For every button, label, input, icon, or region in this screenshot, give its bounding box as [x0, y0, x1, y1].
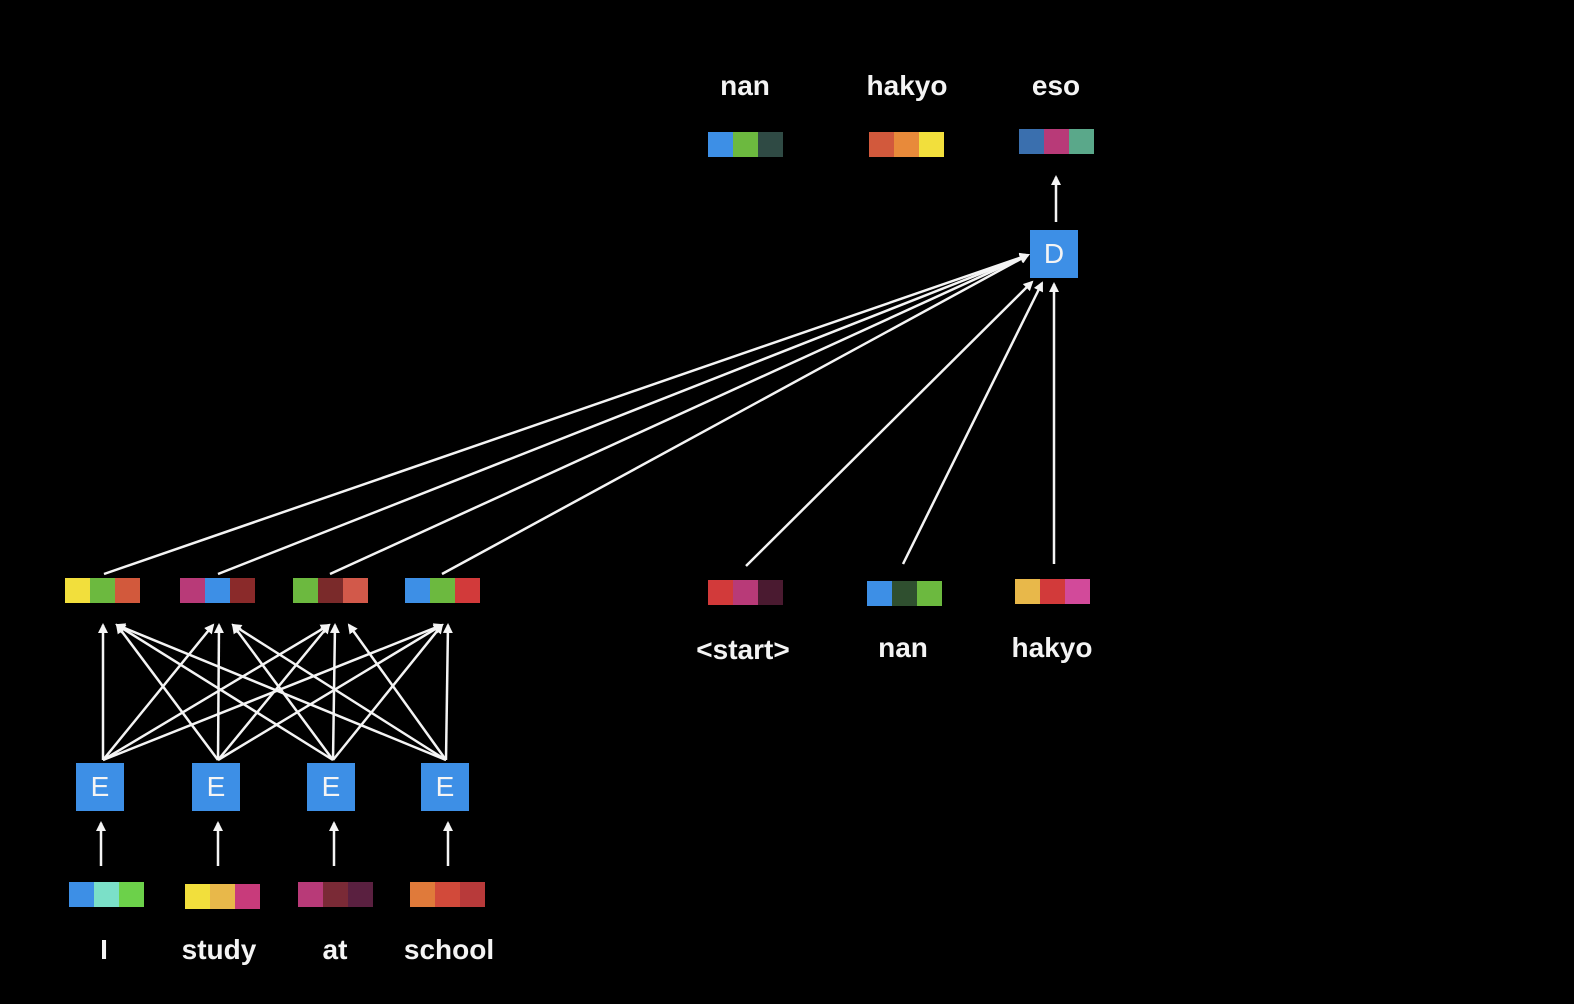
decoder-input-vector-1 — [708, 580, 783, 605]
decoder-input-arrow-1 — [745, 280, 1034, 567]
encoder-input-word-4: school — [403, 934, 495, 965]
decoder-input-vector-3 — [1015, 579, 1090, 604]
encoder-output-vector-2 — [180, 578, 255, 603]
vector-cell — [94, 882, 119, 907]
encoder-attention-arrow-1-3 — [102, 623, 331, 762]
vector-cell — [119, 882, 144, 907]
encoder-input-vector-3 — [298, 882, 373, 907]
encoder-attention-arrow-2-4 — [217, 623, 444, 762]
vector-cell — [318, 578, 343, 603]
encoder-input-word-3: at — [322, 934, 348, 965]
decoder-input-word-1: <start> — [696, 634, 790, 665]
encoder-attention-arrow-4-2 — [231, 623, 447, 762]
vector-cell — [1015, 579, 1040, 604]
vector-cell — [919, 132, 944, 157]
encoder-to-decoder-arrow-2 — [217, 253, 1030, 576]
encoder-input-vector-2 — [185, 884, 260, 909]
vector-cell — [867, 581, 892, 606]
encoder-attention-arrow-3-3 — [329, 623, 340, 761]
vector-cell — [869, 132, 894, 157]
encoder-attention-arrow-1-2 — [102, 623, 215, 761]
encoder-input-word-2: study — [181, 934, 257, 965]
vector-cell — [758, 580, 783, 605]
vector-cell — [410, 882, 435, 907]
encoder-block-1: E — [76, 763, 124, 811]
vector-cell — [65, 578, 90, 603]
decoder-block: D — [1030, 230, 1078, 278]
encoder-attention-arrow-3-1 — [115, 623, 334, 762]
encoder-input-vector-4 — [410, 882, 485, 907]
vector-cell — [185, 884, 210, 909]
encoder-attention-arrow-2-1 — [115, 623, 220, 761]
vector-cell — [733, 132, 758, 157]
vector-cell — [69, 882, 94, 907]
vector-cell — [430, 578, 455, 603]
encoder-output-vector-3 — [293, 578, 368, 603]
decoder-input-vector-2 — [867, 581, 942, 606]
decoder-output-word-2: hakyo — [866, 70, 948, 101]
vector-cell — [235, 884, 260, 909]
vector-cell — [733, 580, 758, 605]
encoder-attention-arrow-4-4 — [442, 623, 453, 761]
vector-cell — [115, 578, 140, 603]
vector-cell — [894, 132, 919, 157]
vector-cell — [90, 578, 115, 603]
vector-cell — [1065, 579, 1090, 604]
vector-cell — [1044, 129, 1069, 154]
vector-cell — [293, 578, 318, 603]
encoder-input-word-1: I — [100, 934, 108, 965]
vector-cell — [180, 578, 205, 603]
encoder-block-2: E — [192, 763, 240, 811]
decoder-output-word-3: eso — [1031, 70, 1081, 101]
vector-cell — [708, 580, 733, 605]
encoder-attention-arrow-2-3 — [217, 623, 331, 761]
decoder-output-word-1: nan — [720, 70, 770, 101]
vector-cell — [460, 882, 485, 907]
encoder-attention-arrow-4-1 — [115, 623, 447, 762]
vector-cell — [405, 578, 430, 603]
encoder-output-vector-4 — [405, 578, 480, 603]
vector-cell — [1040, 579, 1065, 604]
vector-cell — [758, 132, 783, 157]
decoder-input-word-3: hakyo — [1011, 632, 1093, 663]
vector-cell — [210, 884, 235, 909]
vector-cell — [455, 578, 480, 603]
encoder-to-decoder-arrow-3 — [329, 253, 1030, 576]
encoder-block-3: E — [307, 763, 355, 811]
vector-cell — [323, 882, 348, 907]
vector-cell — [348, 882, 373, 907]
encoder-output-vector-1 — [65, 578, 140, 603]
encoder-attention-arrow-2-2 — [213, 623, 224, 761]
encoder-attention-arrow-4-3 — [347, 623, 448, 761]
vector-cell — [892, 581, 917, 606]
encoder-to-decoder-arrow-4 — [441, 253, 1030, 576]
decoder-input-word-2: nan — [878, 632, 928, 663]
vector-cell — [1019, 129, 1044, 154]
vector-cell — [205, 578, 230, 603]
decoder-output-vector-1 — [708, 132, 783, 157]
decoder-output-vector-3 — [1019, 129, 1094, 154]
vector-cell — [1069, 129, 1094, 154]
decoder-output-vector-2 — [869, 132, 944, 157]
encoder-attention-arrow-3-4 — [332, 623, 444, 761]
vector-cell — [343, 578, 368, 603]
encoder-to-decoder-arrow-1 — [103, 252, 1030, 576]
encoder-block-4: E — [421, 763, 469, 811]
vector-cell — [917, 581, 942, 606]
encoder-input-vector-1 — [69, 882, 144, 907]
vector-cell — [435, 882, 460, 907]
vector-cell — [708, 132, 733, 157]
vector-cell — [298, 882, 323, 907]
decoder-input-arrow-2 — [901, 281, 1044, 565]
vector-cell — [230, 578, 255, 603]
